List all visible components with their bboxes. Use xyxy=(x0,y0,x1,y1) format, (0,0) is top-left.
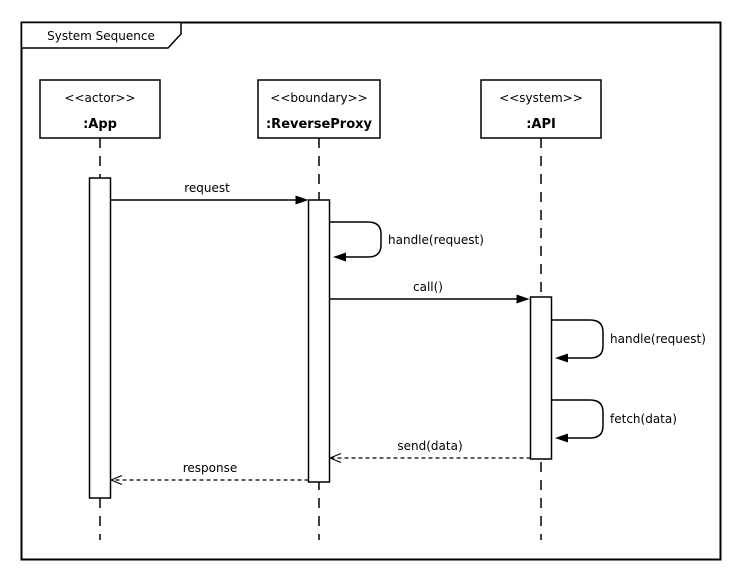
lifeline-reverseproxy-name: :ReverseProxy xyxy=(266,117,373,132)
message-call-label: call() xyxy=(413,280,443,294)
arrowhead-filled-right-icon xyxy=(516,294,530,304)
arrowhead-open-left-icon xyxy=(110,474,123,486)
message-response-label: response xyxy=(183,461,238,475)
message-request: request xyxy=(110,181,309,205)
message-fetch-data-label: fetch(data) xyxy=(610,412,677,426)
message-handle-request-reverseproxy-loop xyxy=(330,221,382,258)
lifeline-app-stereotype: <<actor>> xyxy=(64,91,135,105)
message-handle-request-reverseproxy-label: handle(request) xyxy=(388,233,484,247)
lifeline-reverseproxy-stereotype: <<boundary>> xyxy=(270,91,367,105)
arrowhead-filled-left-icon xyxy=(333,252,346,262)
message-fetch-data: fetch(data) xyxy=(552,399,677,443)
message-handle-request-api-loop xyxy=(552,319,604,359)
lifeline-head-app-box xyxy=(39,79,161,139)
frame-title: System Sequence xyxy=(47,29,155,43)
lifeline-head-reverseproxy: <<boundary>> :ReverseProxy xyxy=(257,79,381,139)
lifeline-head-api: <<system>> :API xyxy=(480,79,602,139)
message-handle-request-api: handle(request) xyxy=(552,319,706,363)
message-send-data-label: send(data) xyxy=(397,439,462,453)
message-handle-request-reverseproxy: handle(request) xyxy=(330,221,484,262)
lifeline-head-reverseproxy-box xyxy=(257,79,381,139)
frame-title-tab: System Sequence xyxy=(20,21,182,49)
message-send-data: send(data) xyxy=(329,439,531,464)
activation-bar-reverseproxy xyxy=(307,199,331,483)
message-fetch-data-loop xyxy=(552,399,604,439)
lifeline-app-name: :App xyxy=(83,117,117,132)
arrowhead-filled-left-icon xyxy=(555,353,568,363)
activation-bar-app xyxy=(88,177,112,499)
message-request-label: request xyxy=(184,181,230,195)
arrowhead-filled-left-icon xyxy=(555,433,568,443)
message-response: response xyxy=(110,461,309,486)
lifeline-api-stereotype: <<system>> xyxy=(499,91,583,105)
lifeline-api-name: :API xyxy=(526,117,556,132)
lifeline-head-app: <<actor>> :App xyxy=(39,79,161,139)
arrowhead-filled-right-icon xyxy=(295,195,309,205)
lifeline-head-api-box xyxy=(480,79,602,139)
diagram-frame xyxy=(20,21,722,561)
message-call: call() xyxy=(330,280,530,304)
arrowhead-open-left-icon xyxy=(329,452,342,464)
message-handle-request-api-label: handle(request) xyxy=(610,332,706,346)
activation-bar-api xyxy=(529,296,553,460)
frame-title-tab-shape xyxy=(20,21,182,49)
